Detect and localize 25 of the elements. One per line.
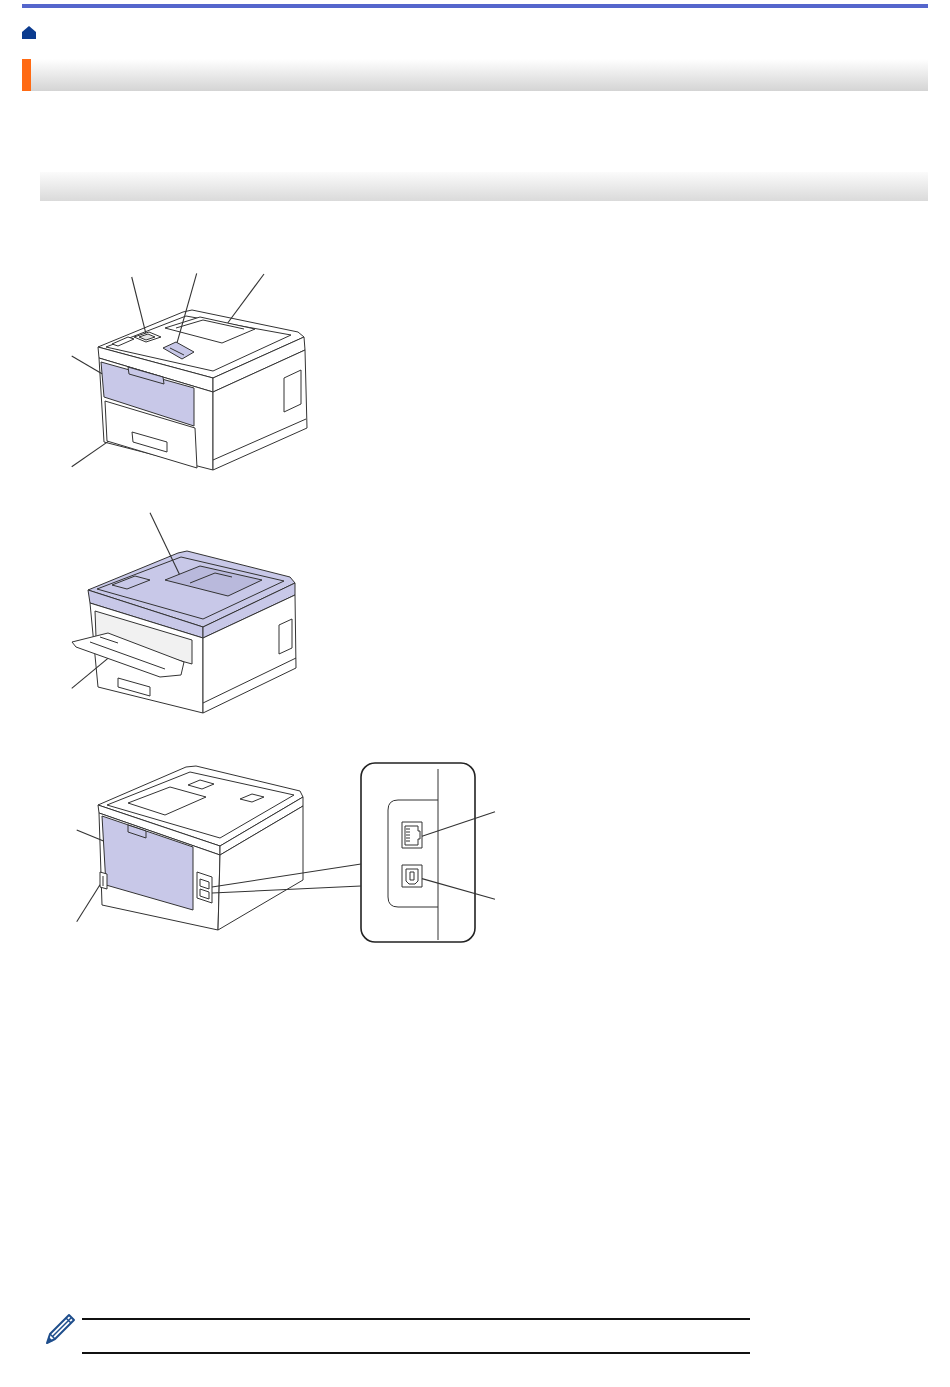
leader-line [76, 829, 105, 842]
control-panel [133, 331, 162, 343]
network-port [401, 821, 423, 849]
paper-support-flap [162, 341, 195, 360]
leader-line [421, 878, 496, 900]
leader-line [149, 512, 180, 575]
output-tray [164, 316, 256, 344]
leader-line [176, 272, 198, 344]
leader-line [76, 884, 101, 923]
section-band [40, 172, 928, 201]
leader-line [421, 811, 496, 837]
leader-line [71, 440, 109, 468]
callout-line [211, 885, 362, 894]
leader-line [71, 657, 109, 689]
back-cover [101, 815, 194, 911]
leader-line [131, 276, 147, 334]
leader-line [71, 355, 103, 375]
usb-port [401, 864, 423, 888]
heading-band [22, 59, 928, 91]
power-socket [99, 871, 108, 890]
zoom-inset [360, 762, 476, 943]
leader-line [227, 273, 265, 324]
output-tray [164, 565, 263, 597]
callout-line [211, 863, 362, 888]
paper-tray [104, 400, 198, 469]
